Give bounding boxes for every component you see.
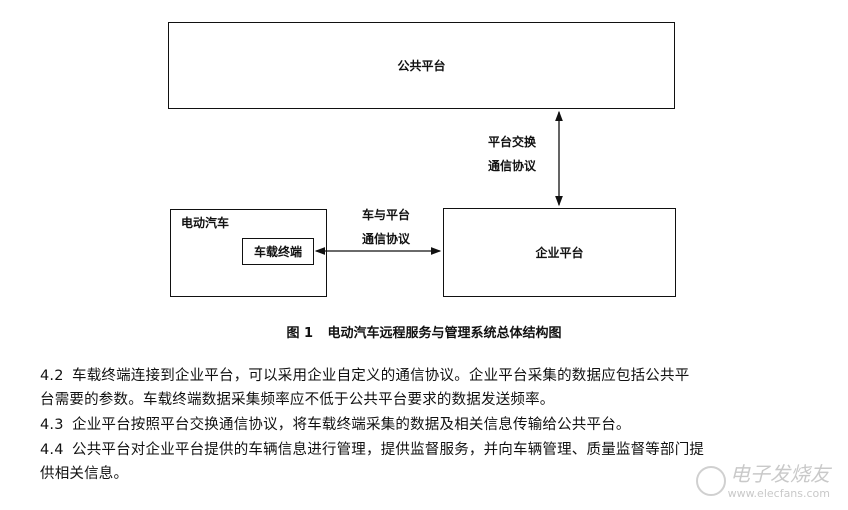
- public-platform-label: 公共平台: [397, 59, 446, 73]
- paragraph-line: 4.4 公共平台对企业平台提供的车辆信息进行管理，提供监督服务，并向车辆管理、质量…: [40, 438, 815, 462]
- figure-title: 电动汽车远程服务与管理系统总体结构图: [327, 326, 562, 341]
- figure-number: 图 1: [286, 326, 314, 341]
- paragraph-4-4: 4.4 公共平台对企业平台提供的车辆信息进行管理，提供监督服务，并向车辆管理、质量…: [40, 438, 815, 486]
- section-number: 4.4: [40, 442, 64, 458]
- paragraph-text: 台需要的参数。车载终端数据采集频率应不低于公共平台要求的数据发送频率。: [40, 392, 555, 408]
- electric-vehicle-box: 电动汽车 车载终端: [170, 209, 327, 297]
- paragraph-4-3: 4.3 企业平台按照平台交换通信协议，将车载终端采集的数据及相关信息传输给公共平台…: [40, 413, 815, 437]
- electric-vehicle-label: 电动汽车: [181, 216, 230, 230]
- watermark: 电子发烧友 www.elecfans.com: [728, 458, 830, 500]
- paragraph-text: 供相关信息。: [40, 466, 129, 482]
- watermark-logo-icon: [696, 466, 726, 496]
- section-number: 4.2: [40, 368, 64, 384]
- paragraph-text: 公共平台对企业平台提供的车辆信息进行管理，提供监督服务，并向车辆管理、质量监督等…: [72, 442, 705, 458]
- section-number: 4.3: [40, 417, 64, 433]
- platform-exchange-label-line1: 平台交换: [488, 135, 537, 149]
- vehicle-platform-label-line1: 车与平台: [362, 208, 411, 222]
- vehicle-terminal-box: 车载终端: [242, 238, 314, 265]
- vehicle-terminal-label: 车载终端: [253, 245, 302, 259]
- paragraph-line: 4.3 企业平台按照平台交换通信协议，将车载终端采集的数据及相关信息传输给公共平台…: [40, 413, 815, 437]
- watermark-url: www.elecfans.com: [727, 487, 830, 500]
- enterprise-platform-label: 企业平台: [535, 246, 584, 260]
- paragraph-line: 供相关信息。: [40, 462, 815, 486]
- paragraph-text: 车载终端连接到企业平台，可以采用企业自定义的通信协议。企业平台采集的数据应包括公…: [72, 368, 690, 384]
- public-platform-box: 公共平台: [168, 22, 675, 109]
- platform-exchange-label-line2: 通信协议: [488, 159, 537, 173]
- figure-caption: 图 1 电动汽车远程服务与管理系统总体结构图: [0, 322, 848, 341]
- enterprise-platform-box: 企业平台: [443, 208, 676, 297]
- vehicle-platform-label-line2: 通信协议: [362, 232, 411, 246]
- paragraph-line: 4.2 车载终端连接到企业平台，可以采用企业自定义的通信协议。企业平台采集的数据应…: [40, 364, 815, 388]
- watermark-brand: 电子发烧友: [730, 462, 830, 486]
- paragraph-4-2: 4.2 车载终端连接到企业平台，可以采用企业自定义的通信协议。企业平台采集的数据应…: [40, 364, 815, 412]
- paragraph-line: 台需要的参数。车载终端数据采集频率应不低于公共平台要求的数据发送频率。: [40, 388, 815, 412]
- paragraph-text: 企业平台按照平台交换通信协议，将车载终端采集的数据及相关信息传输给公共平台。: [72, 417, 631, 433]
